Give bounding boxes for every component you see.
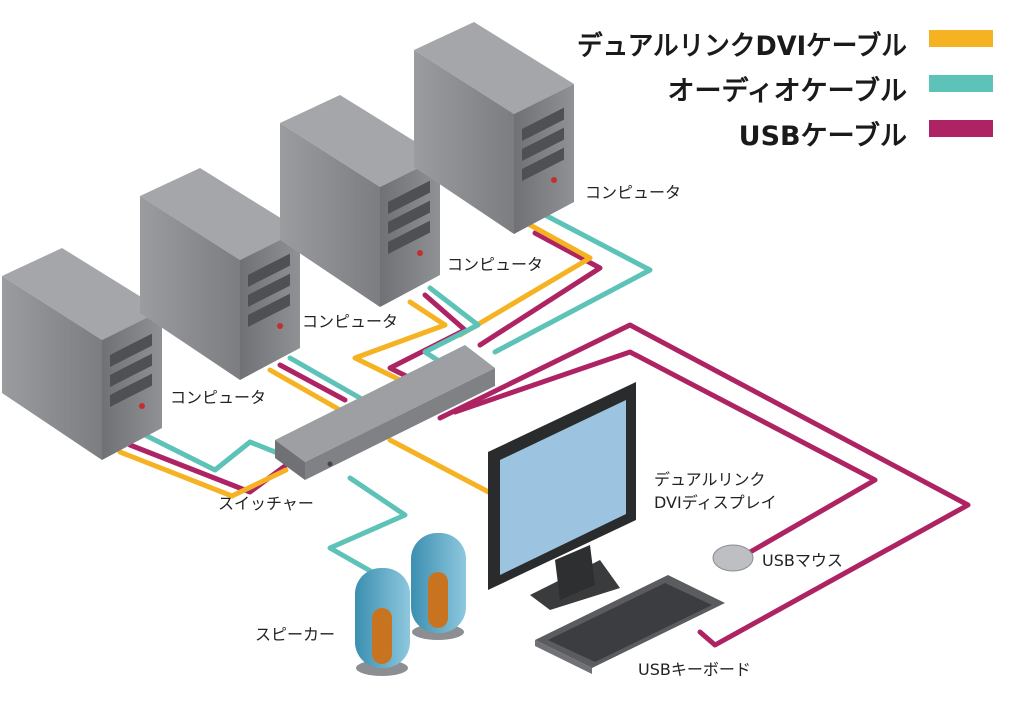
labels-layer: コンピュータ コンピュータ コンピュータ コンピュータ スイッチャー デュアルリ… [170, 183, 843, 679]
usb-cable-computer-2 [277, 362, 348, 403]
legend-item-audio: オーディオケーブル [668, 75, 993, 107]
legend-label-usb: USBケーブル [739, 120, 907, 152]
computers-group [2, 22, 574, 460]
dvi-cable-computer-3 [352, 299, 448, 383]
legend-swatch-audio [929, 75, 993, 92]
dvi-cable-to-display [387, 437, 503, 501]
audio-cable-computer-1 [142, 432, 293, 473]
legend-item-usb: USBケーブル [739, 120, 993, 152]
computer-1 [2, 248, 162, 460]
usb-cables [127, 230, 971, 648]
audio-cable-computer-3 [422, 285, 481, 368]
computer-4 [414, 22, 574, 234]
label-computer-3: コンピュータ [447, 255, 543, 274]
label-computer-2: コンピュータ [302, 312, 398, 331]
label-computer-1: コンピュータ [170, 388, 266, 407]
computer-2 [140, 168, 300, 380]
usb-keyboard [535, 575, 725, 674]
legend-label-audio: オーディオケーブル [668, 75, 908, 107]
computer-3 [280, 95, 440, 307]
label-display-line2: DVIディスプレイ [654, 493, 777, 512]
label-keyboard: USBキーボード [638, 660, 751, 679]
speakers [355, 533, 466, 676]
label-computer-4: コンピュータ [585, 183, 681, 202]
dvi-cable-computer-2 [267, 367, 343, 413]
audio-cable-computer-4 [492, 212, 653, 355]
dvi-cable-computer-4 [457, 222, 593, 338]
kvm-switcher [275, 345, 495, 480]
usb-cable-computer-4 [477, 230, 603, 348]
audio-cable-computer-2 [287, 355, 363, 401]
usb-mouse [712, 544, 754, 572]
speaker-left [355, 568, 410, 676]
usb-cable-to-mouse [452, 349, 878, 558]
label-switcher: スイッチャー [218, 494, 314, 513]
audio-cables [142, 212, 653, 588]
label-mouse: USBマウス [762, 551, 843, 570]
cables-layer [117, 212, 971, 648]
audio-cable-to-speakers [327, 475, 408, 588]
label-speaker: スピーカー [255, 625, 335, 644]
legend-item-dvi: デュアルリンクDVIケーブル [577, 30, 993, 62]
speaker-right [411, 533, 466, 640]
label-display-line1: デュアルリンク [654, 470, 766, 489]
dvi-cable-computer-1 [117, 449, 289, 499]
legend-swatch-dvi [929, 30, 993, 47]
usb-cable-to-keyboard [437, 322, 971, 648]
dual-link-dvi-display [488, 382, 636, 610]
legend-label-dvi: デュアルリンクDVIケーブル [577, 30, 907, 62]
legend-swatch-usb [929, 120, 993, 137]
dvi-cables [117, 222, 593, 501]
